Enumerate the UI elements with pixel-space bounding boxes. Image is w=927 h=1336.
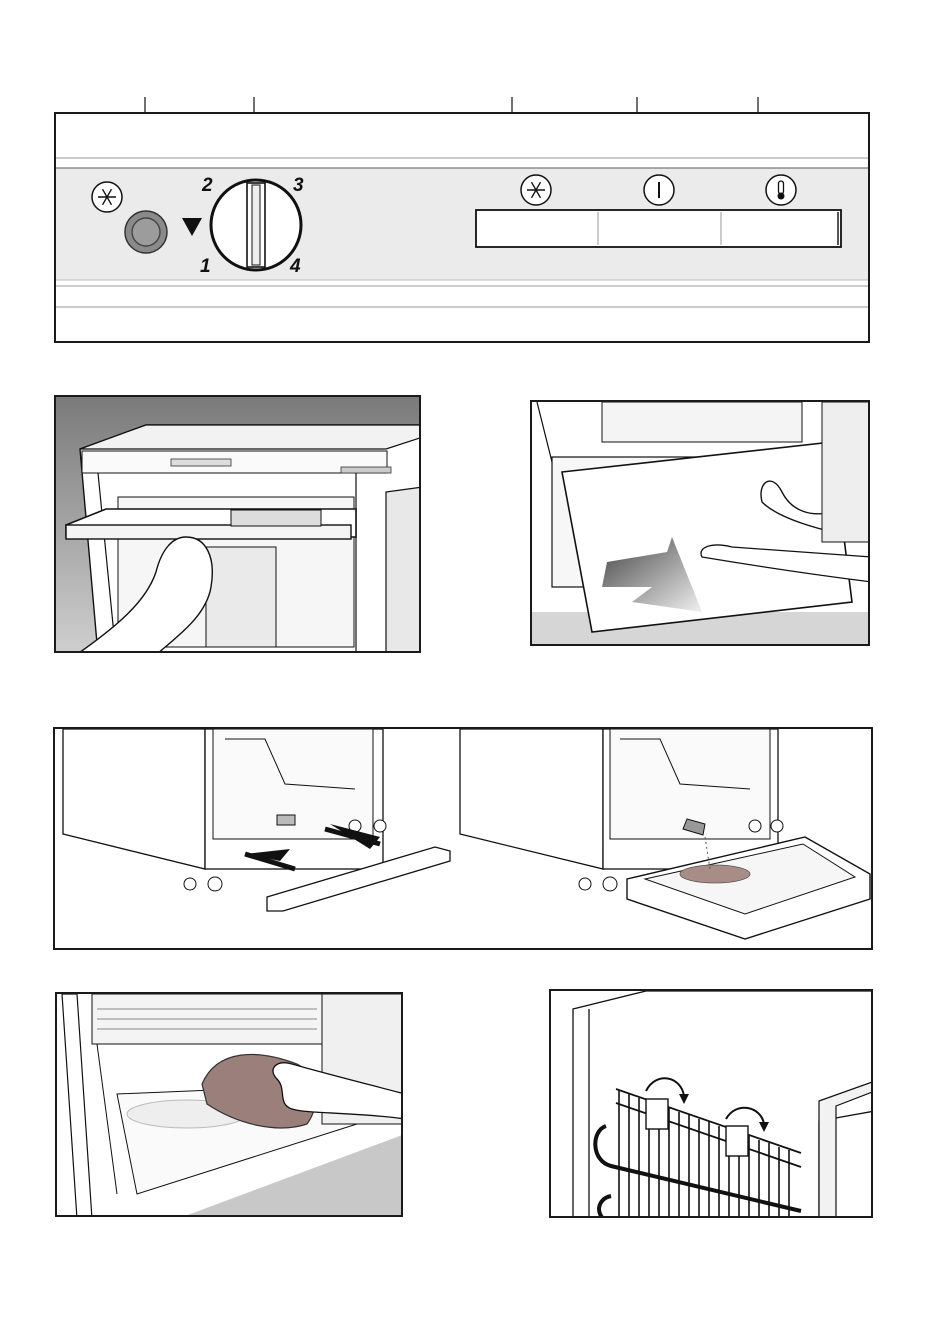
snowflake-icon [92, 182, 122, 212]
fast-freeze-indicator [478, 212, 597, 245]
power-indicator [599, 212, 720, 245]
dial-number-1: 1 [200, 257, 211, 276]
temperature-dial[interactable] [211, 180, 301, 270]
figure-condenser-spacers [549, 989, 873, 1218]
callout-leader-lines [0, 0, 927, 130]
figure-drawer-removal [54, 395, 421, 653]
figure-flap-removal [530, 400, 870, 646]
fast-freeze-button[interactable] [125, 211, 167, 253]
snowflake-icon [521, 175, 551, 205]
figure-wipe-interior [55, 992, 403, 1217]
temperature-alarm-indicator [722, 212, 837, 245]
dial-number-4: 4 [290, 257, 301, 276]
power-icon [644, 175, 674, 205]
control-panel-diagram: 2 3 1 4 [54, 112, 870, 343]
dial-number-2: 2 [202, 176, 213, 195]
figure-drip-tray [53, 727, 873, 950]
thermometer-icon [766, 175, 796, 205]
dial-number-3: 3 [293, 176, 304, 195]
